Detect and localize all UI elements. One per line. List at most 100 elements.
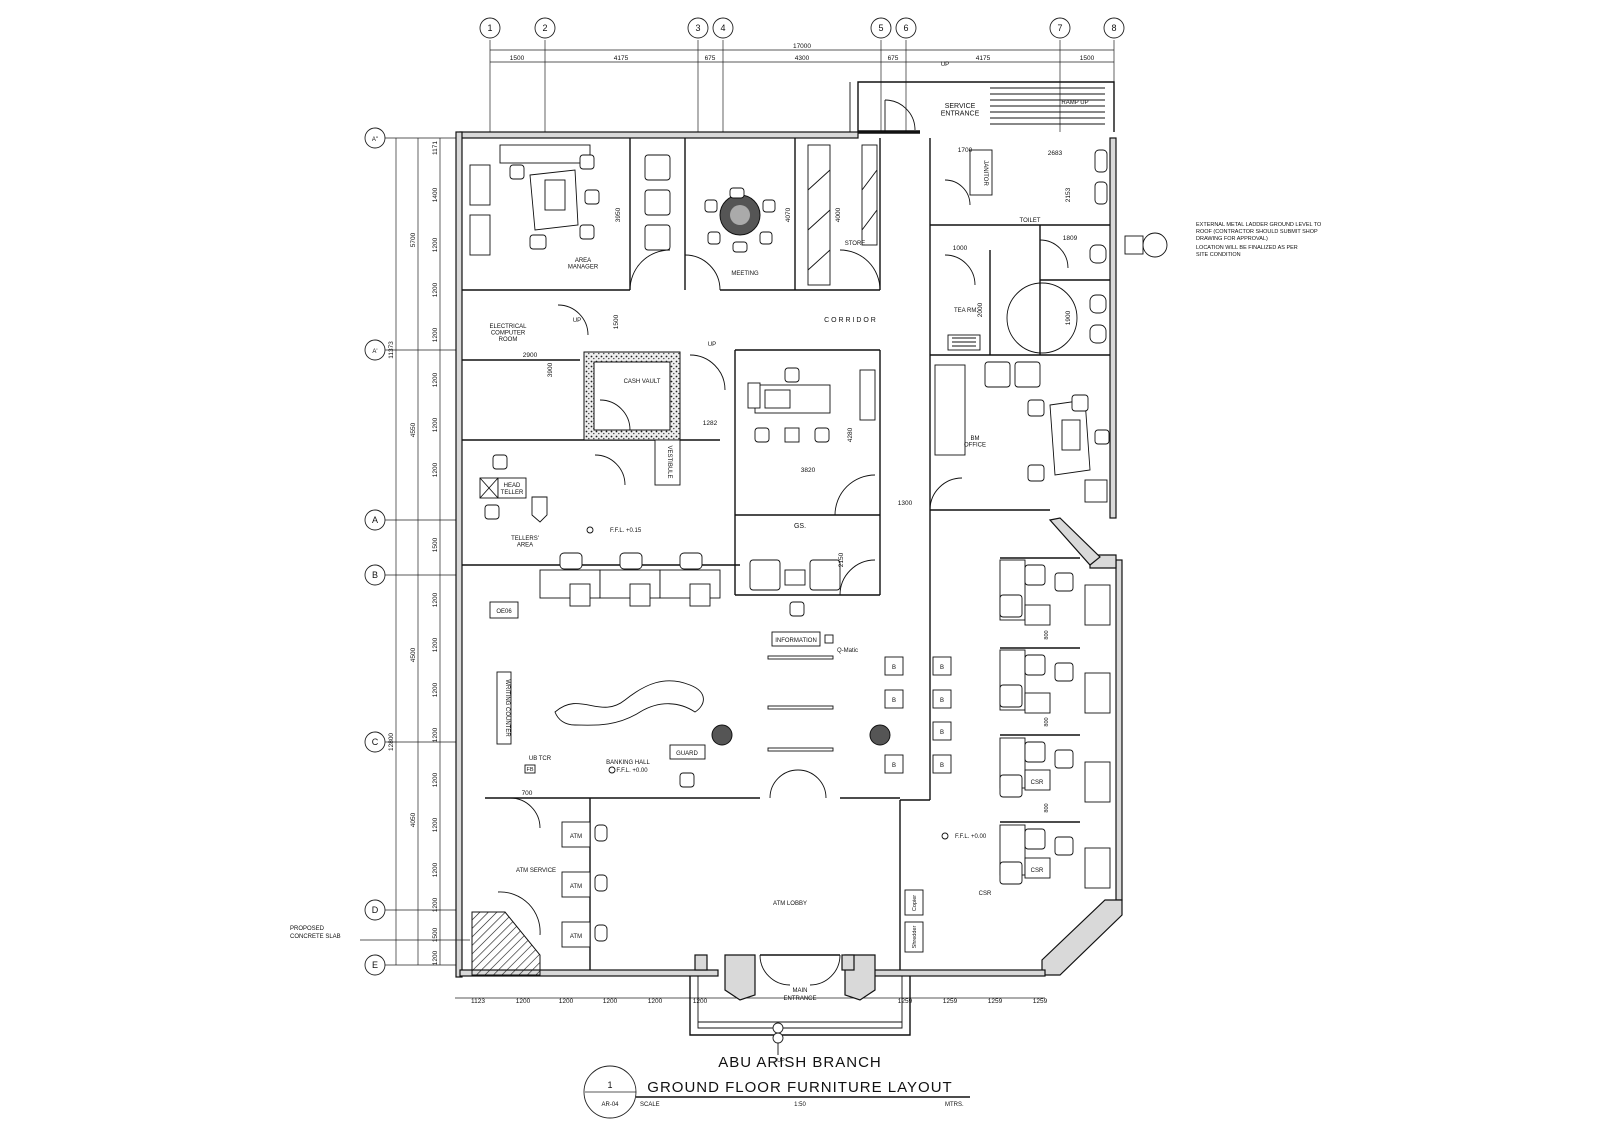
up-label: UP — [573, 318, 581, 324]
grid-row-label: A' — [372, 349, 377, 355]
ladder-icon — [1142, 232, 1168, 258]
janitor-label: JANITOR — [982, 160, 988, 186]
grid-row-label: E — [372, 960, 378, 970]
computer — [544, 179, 566, 211]
toilet-block: JANITOR 1700 2683 2153 TOILET 1809 1900 … — [944, 147, 1108, 354]
grid-bubble-icon — [364, 564, 386, 586]
csr-workstation: CSR 800 — [999, 717, 1111, 803]
dim-text: 1200 — [432, 462, 439, 477]
dim-text: 1200 — [432, 327, 439, 342]
dim-text: 5700 — [410, 232, 417, 247]
title-number: 1 — [607, 1080, 612, 1090]
wc-icon — [1089, 324, 1107, 344]
chair-icon — [789, 601, 805, 617]
chair-icon — [1014, 361, 1041, 388]
chair-icon — [594, 824, 608, 842]
dim-text: 1200 — [432, 592, 439, 607]
chair-icon — [529, 234, 547, 250]
dim-text: 3900 — [547, 362, 554, 377]
atm-label: ATM — [570, 934, 582, 940]
drawing-title: ABU ARISH BRANCH — [718, 1054, 882, 1071]
units-label: MTRS. — [945, 1102, 964, 1108]
chair-icon — [759, 231, 773, 245]
cabinet — [1024, 769, 1051, 791]
dim-text: 1123 — [471, 998, 485, 1005]
teller-seat — [569, 583, 591, 607]
dim-text: 1200 — [432, 817, 439, 832]
up-label: UP — [941, 62, 949, 68]
dim-text: 1200 — [432, 282, 439, 297]
dim-text: 1200 — [432, 637, 439, 652]
door-swing-icon — [839, 559, 876, 596]
csr-label: CSR — [979, 891, 992, 897]
dim-text: 4000 — [835, 207, 842, 222]
chair-icon — [1054, 662, 1074, 682]
dim-text: 4070 — [785, 207, 792, 222]
chair-icon — [559, 552, 583, 570]
chair-icon — [754, 427, 770, 443]
grid-bubble-icon — [895, 17, 917, 39]
dim-text: 12800 — [388, 733, 395, 751]
ramp-up-label: RAMP UP — [1061, 100, 1088, 106]
shelving — [807, 144, 831, 286]
dim-text: 3950 — [615, 207, 622, 222]
chair-icon — [932, 754, 952, 774]
dim-text: 1500 — [510, 55, 525, 62]
dim-text: 1200 — [516, 998, 531, 1005]
scale-value: 1:50 — [794, 1102, 806, 1108]
grid-rows: A'' A' A B C D E — [364, 127, 460, 976]
b-label: B — [940, 763, 944, 769]
atm-service-label: ATM SERVICE — [516, 868, 556, 874]
chair-icon — [1054, 749, 1074, 769]
credenza — [499, 144, 591, 164]
exterior-walls — [455, 81, 1123, 978]
banking-hall-label: BANKING HALL — [606, 760, 650, 766]
dim-text: 11373 — [388, 341, 395, 359]
grid-bubble-icon — [364, 339, 386, 361]
grid-bubble-icon — [712, 17, 734, 39]
chair-icon — [999, 594, 1023, 618]
cash-dispenser — [531, 496, 548, 523]
oe06-unit — [489, 601, 519, 619]
dim-text: 700 — [522, 790, 533, 797]
chair-icon — [1071, 394, 1089, 412]
dim-text: 1200 — [648, 998, 663, 1005]
grid-row-label: C — [372, 737, 379, 747]
janitor-closet — [969, 149, 993, 196]
grid-bubble-icon — [364, 899, 386, 921]
chair-icon — [679, 772, 695, 788]
chair-icon — [732, 241, 748, 253]
door-swing-icon — [834, 474, 876, 516]
door-swing-icon — [929, 477, 963, 511]
chair-icon — [704, 199, 718, 213]
wash-basin-icon — [1094, 149, 1108, 173]
chair-icon — [999, 684, 1023, 708]
head-teller-desk — [497, 477, 527, 499]
chair-icon — [579, 154, 595, 170]
grid-col-label: 2 — [542, 23, 547, 33]
b-label: B — [892, 763, 896, 769]
dim-text: 1200 — [693, 998, 708, 1005]
shredder — [904, 921, 924, 953]
chair-icon — [999, 774, 1023, 798]
dim-text: 17000 — [793, 43, 811, 50]
grid-col-label: 5 — [878, 23, 883, 33]
side-unit — [1084, 584, 1111, 626]
vestibule-label: VESTIBULE — [666, 445, 672, 478]
dim-text: 800 — [1044, 803, 1050, 812]
chair-icon — [984, 361, 1011, 388]
fb-label: FB — [526, 767, 533, 773]
ffl-label: F.F.L. +0.00 — [616, 768, 648, 774]
copier — [904, 889, 924, 916]
copier-label: Copier — [912, 895, 918, 911]
door-swing-icon — [944, 254, 976, 286]
bottom-dimensions: 1123 1200 1200 1200 1200 1200 1259 1259 … — [455, 997, 1048, 1005]
side-unit — [859, 369, 876, 421]
side-unit — [747, 382, 761, 409]
door-swing-icon — [884, 99, 916, 131]
door-swing-icon — [839, 249, 881, 291]
dim-text: 1200 — [432, 727, 439, 742]
